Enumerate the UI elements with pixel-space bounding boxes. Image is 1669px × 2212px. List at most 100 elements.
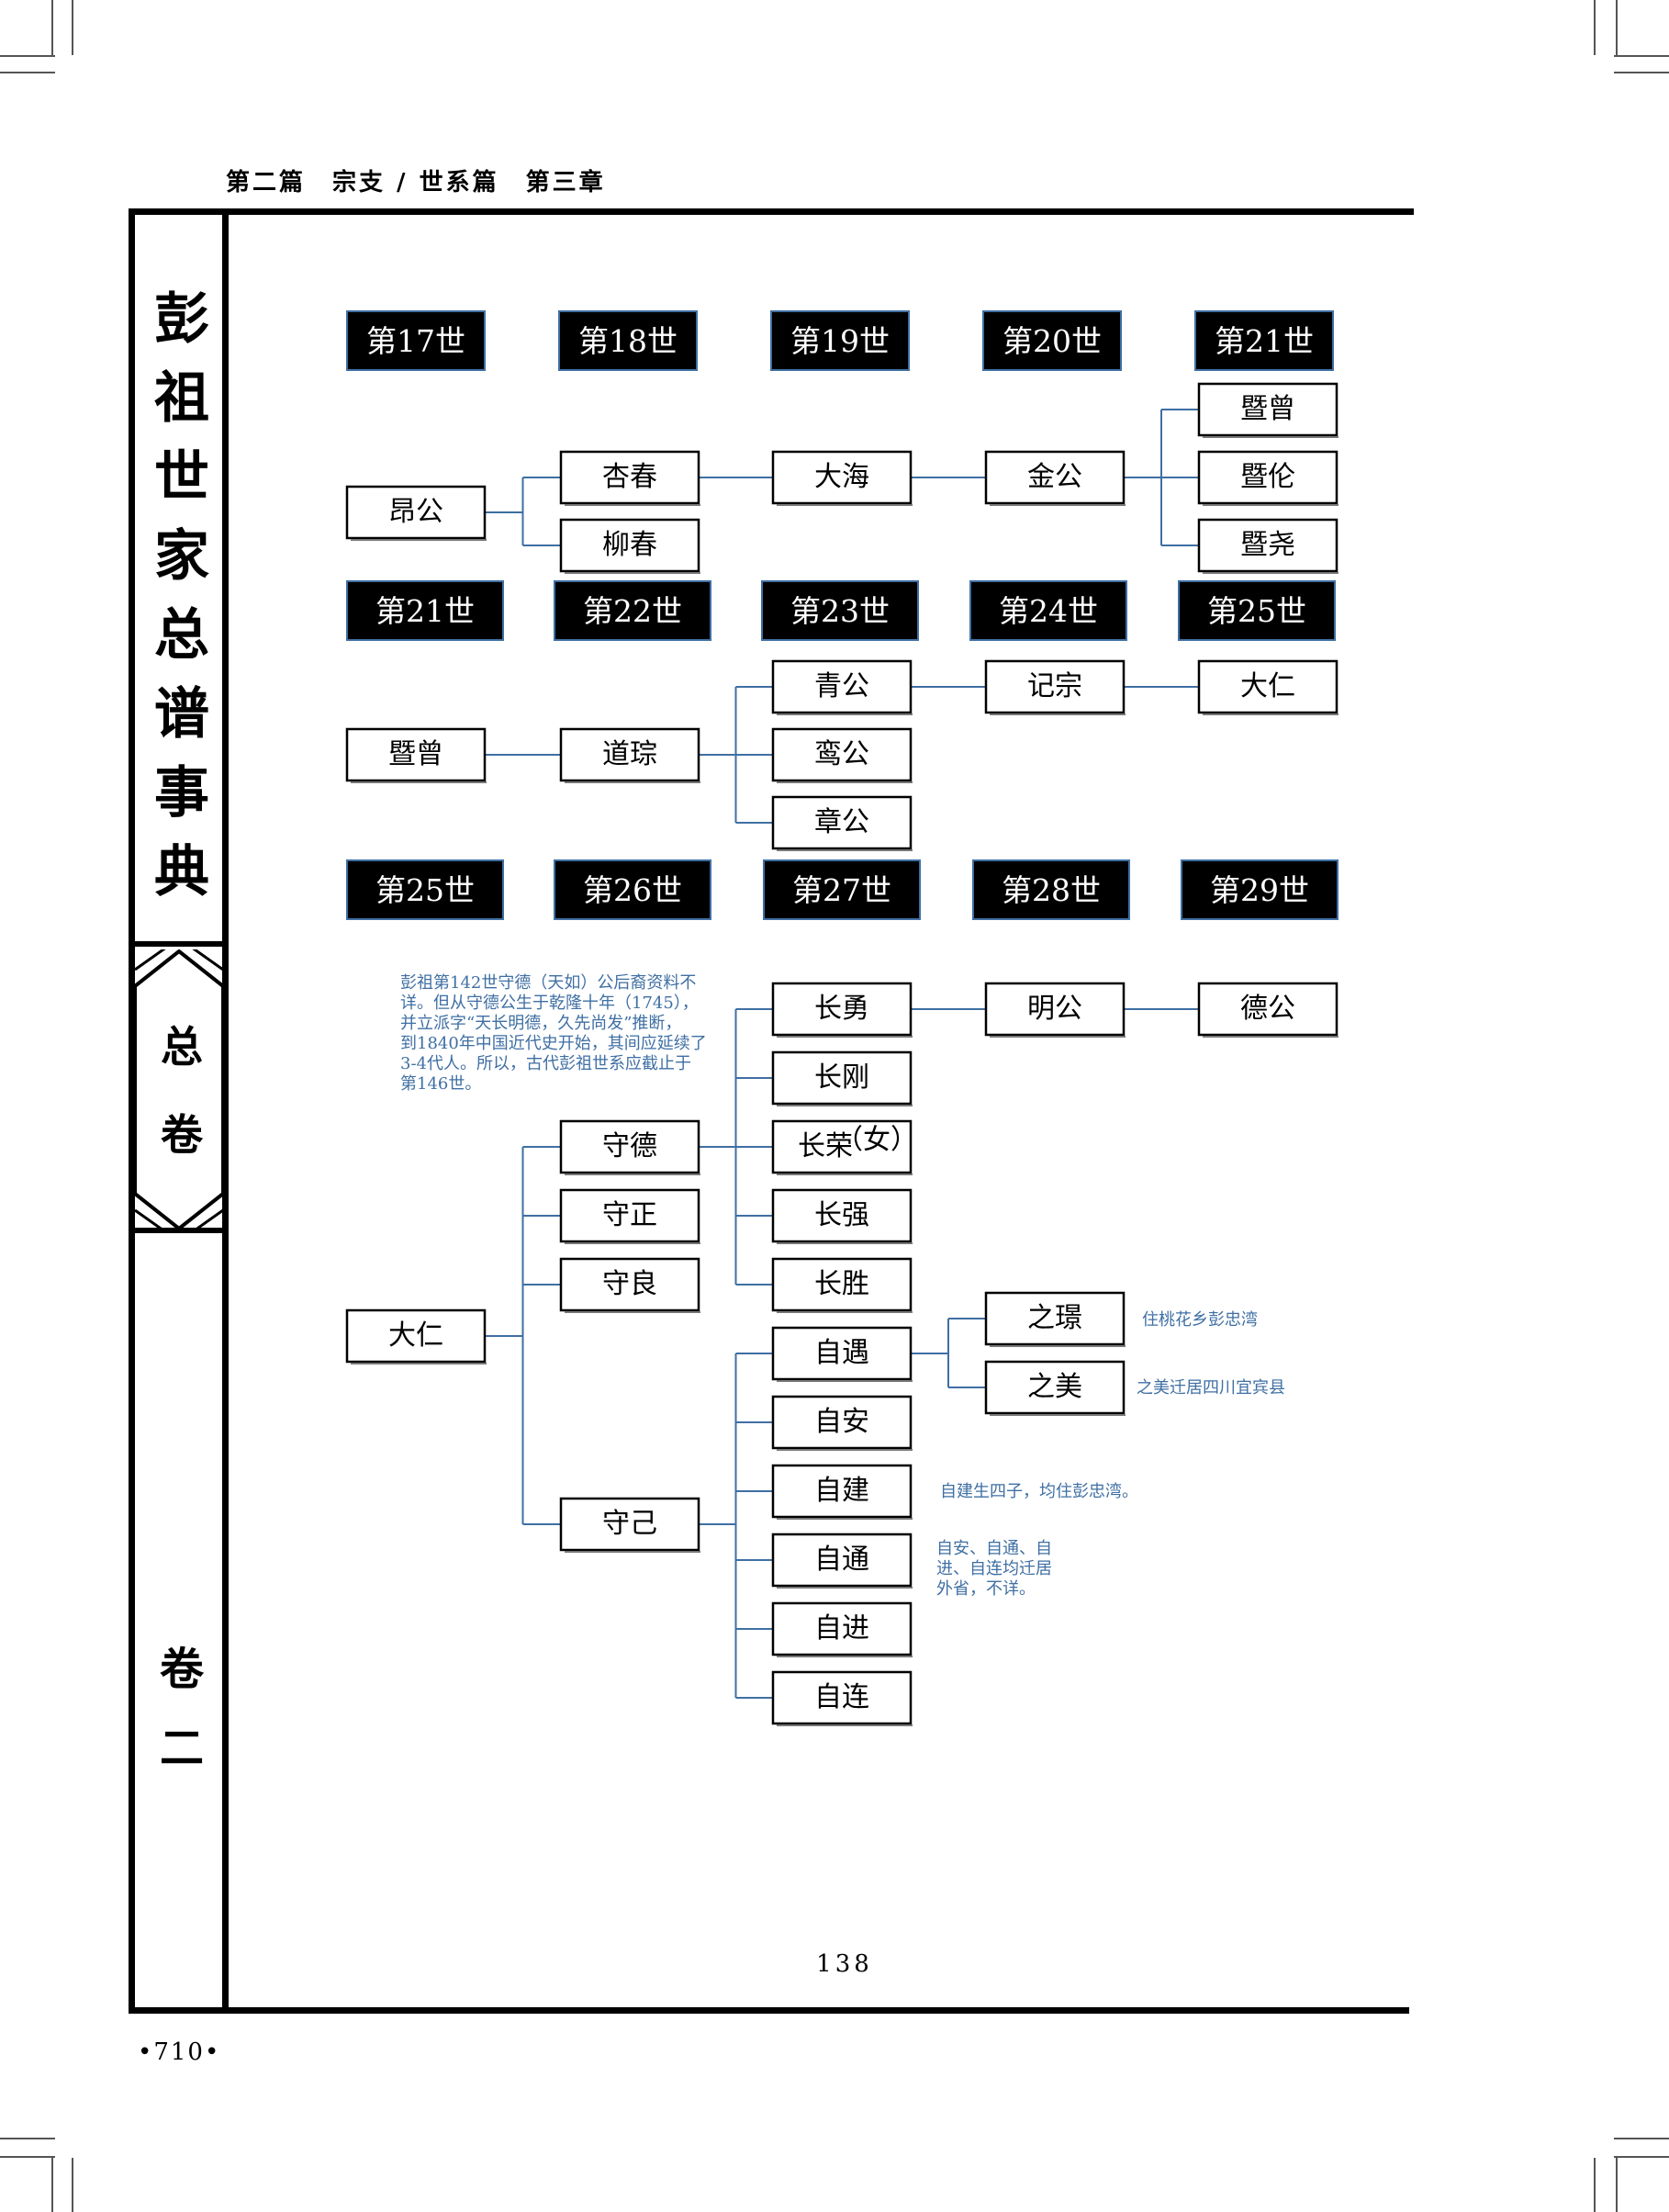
person-box bbox=[984, 450, 1126, 505]
crop-mark bbox=[1614, 72, 1669, 73]
person-box bbox=[771, 1395, 913, 1450]
running-head: 第二篇 宗支 / 世系篇 第三章 bbox=[226, 169, 606, 196]
frame-top-rule bbox=[129, 208, 1414, 215]
generation-bar bbox=[763, 859, 921, 920]
person-name: 自通 bbox=[814, 1544, 869, 1576]
person-box bbox=[345, 485, 487, 540]
person-name: 暨曾 bbox=[1240, 393, 1295, 425]
annotation-text: 之美迁居四川宜宾县 bbox=[1137, 1378, 1285, 1398]
spine-divider bbox=[129, 1228, 229, 1233]
person-box bbox=[771, 1326, 913, 1381]
person-box bbox=[1197, 382, 1339, 437]
person-name: 昂公 bbox=[388, 496, 443, 528]
annotation-text: 自建生四子，均住彭忠湾。 bbox=[940, 1482, 1138, 1501]
person-box bbox=[984, 982, 1126, 1037]
person-box bbox=[1197, 450, 1339, 505]
person-name: 之美 bbox=[1027, 1371, 1082, 1403]
generation-bar bbox=[770, 310, 910, 371]
person-name: 长胜 bbox=[814, 1268, 869, 1300]
book-title: 彭祖世家总谱事典 bbox=[138, 280, 226, 912]
annotation-text: 第146世。 bbox=[400, 1074, 481, 1094]
juan-char: 二 bbox=[159, 1723, 204, 1774]
person-name: 自连 bbox=[814, 1681, 869, 1713]
generation-label: 第21世 bbox=[375, 593, 475, 629]
person-name: 长强 bbox=[814, 1199, 869, 1231]
person-name: 守己 bbox=[602, 1508, 657, 1540]
generation-bar bbox=[346, 859, 504, 920]
generation-label: 第17世 bbox=[366, 323, 465, 359]
person-name: 鸾公 bbox=[814, 738, 869, 770]
book-title-char: 家 bbox=[154, 524, 209, 589]
generation-bar bbox=[558, 310, 698, 371]
person-box bbox=[559, 1188, 700, 1243]
person-box bbox=[771, 1533, 913, 1588]
generation-label: 第25世 bbox=[1207, 593, 1306, 629]
person-box bbox=[771, 1119, 913, 1174]
generation-bar bbox=[1181, 859, 1339, 920]
person-box bbox=[345, 1308, 487, 1364]
book-title-char: 总 bbox=[154, 603, 209, 668]
crop-mark bbox=[72, 0, 73, 55]
generation-label: 第19世 bbox=[790, 323, 890, 359]
person-box bbox=[771, 982, 913, 1037]
annotation-text: 详。但从守德公生于乾隆十年（1745）， bbox=[400, 994, 699, 1013]
person-box bbox=[771, 659, 913, 714]
person-name: 章公 bbox=[814, 806, 869, 838]
person-name: 自建 bbox=[814, 1475, 869, 1507]
person-box bbox=[771, 1601, 913, 1656]
volume-name-char: 卷 bbox=[161, 1110, 203, 1160]
generation-bar bbox=[346, 580, 504, 641]
person-box bbox=[559, 1497, 700, 1552]
person-box bbox=[984, 659, 1126, 714]
crop-mark bbox=[1614, 2156, 1669, 2158]
generation-label: 第26世 bbox=[583, 872, 682, 908]
generation-bar bbox=[972, 859, 1130, 920]
person-name: 守良 bbox=[602, 1268, 657, 1300]
person-name: 自进 bbox=[814, 1612, 869, 1645]
generation-bar bbox=[346, 310, 486, 371]
person-name: 暨曾 bbox=[388, 738, 443, 770]
person-name: 大仁 bbox=[388, 1319, 443, 1352]
person-box bbox=[559, 1119, 700, 1174]
person-box bbox=[771, 1464, 913, 1519]
generation-label: 第23世 bbox=[790, 593, 890, 629]
person-name: 守正 bbox=[602, 1199, 657, 1231]
generation-bar bbox=[982, 310, 1122, 371]
person-box bbox=[771, 1257, 913, 1312]
person-name: 青公 bbox=[814, 670, 869, 702]
spine-divider bbox=[129, 941, 229, 947]
crop-mark bbox=[1614, 55, 1669, 57]
book-title-char: 事 bbox=[154, 761, 209, 825]
volume-name: 总卷 bbox=[138, 1003, 226, 1179]
person-name: 自遇 bbox=[814, 1337, 869, 1369]
person-box bbox=[1197, 659, 1339, 714]
annotation-text: 彭祖第142世守德（天如）公后裔资料不 bbox=[400, 973, 696, 993]
generation-label: 第29世 bbox=[1210, 872, 1309, 908]
generation-bar bbox=[554, 580, 711, 641]
person-name: 自安 bbox=[814, 1406, 869, 1438]
generation-bar bbox=[761, 580, 919, 641]
person-name: 德公 bbox=[1240, 993, 1295, 1025]
book-title-char: 彭 bbox=[154, 287, 209, 352]
crop-mark bbox=[1616, 0, 1618, 55]
crop-mark bbox=[0, 2156, 55, 2158]
person-name: 守德 bbox=[602, 1130, 657, 1162]
person-name: 金公 bbox=[1027, 461, 1082, 493]
person-name: 暨伦 bbox=[1240, 461, 1295, 493]
juan-char: 卷 bbox=[159, 1644, 204, 1695]
volume-badge bbox=[133, 949, 225, 1230]
annotation-text: 到1840年中国近代史开始，其间应延续了 bbox=[400, 1034, 707, 1053]
person-name: 柳春 bbox=[602, 529, 657, 561]
person-box bbox=[559, 1257, 700, 1312]
generation-label: 第18世 bbox=[578, 323, 678, 359]
person-box bbox=[984, 1360, 1126, 1415]
frame-left-rule bbox=[129, 208, 135, 2014]
frame-inner-rule bbox=[222, 208, 229, 2014]
person-box bbox=[771, 795, 913, 850]
generation-bar bbox=[554, 859, 711, 920]
book-title-char: 谱 bbox=[154, 682, 209, 747]
person-box bbox=[559, 727, 700, 782]
crop-mark bbox=[1594, 0, 1596, 55]
person-name: 长荣 bbox=[798, 1130, 853, 1162]
person-name: 记宗 bbox=[1027, 670, 1082, 702]
